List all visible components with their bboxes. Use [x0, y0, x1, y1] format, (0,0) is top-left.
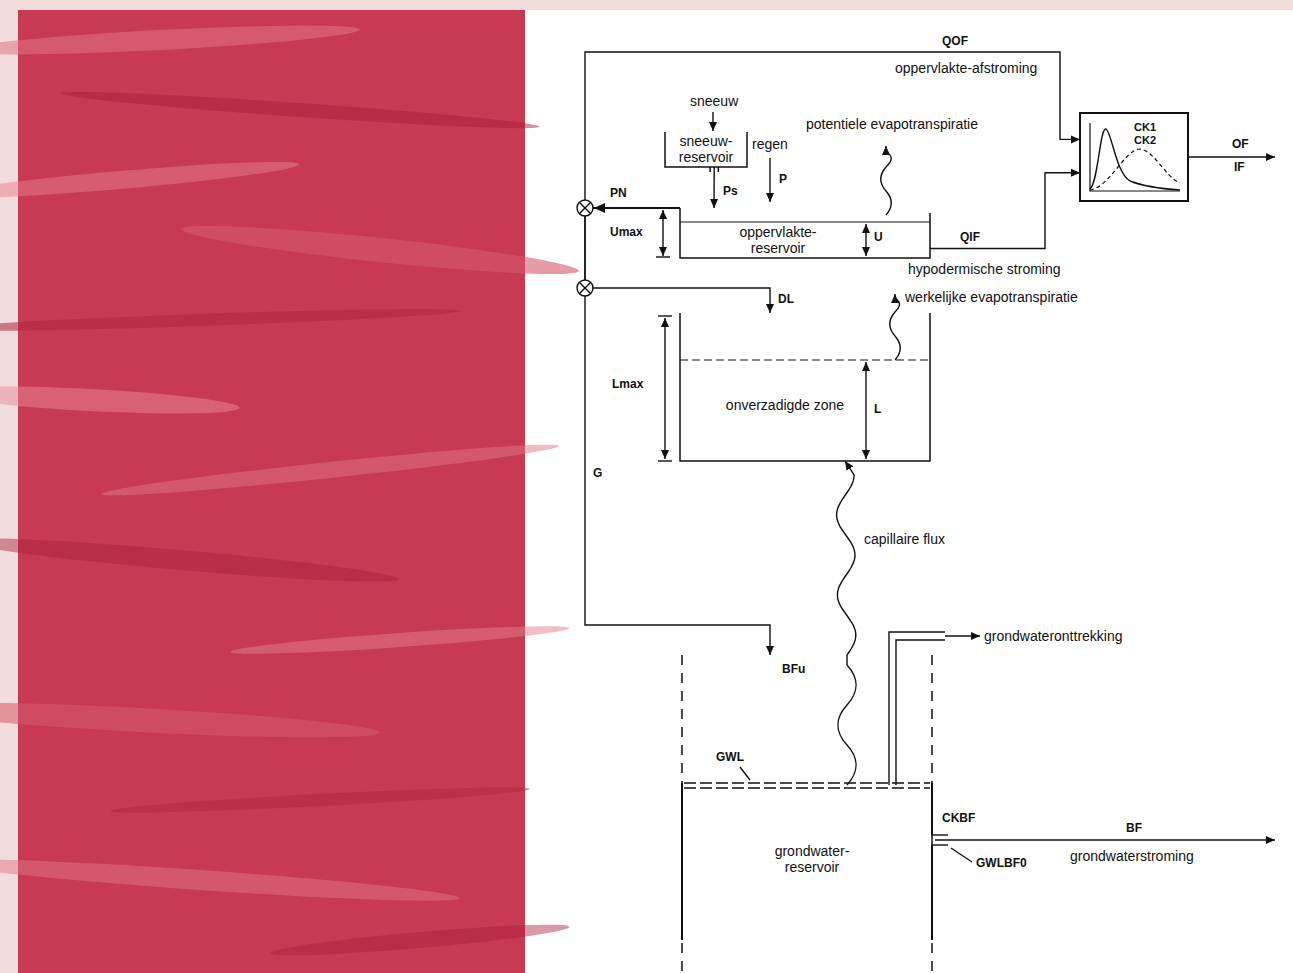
- dimension-label: Umax: [610, 225, 643, 239]
- groundwater-level: [684, 782, 930, 783]
- dashed-wall: [931, 655, 933, 973]
- node-text-block: oppervlakte-reservoir: [718, 224, 838, 256]
- flow-connector: [930, 173, 1080, 249]
- rain-arrow: [769, 158, 770, 202]
- surface-reservoir: oppervlakte-reservoir: [680, 208, 930, 258]
- leader-line: [951, 848, 972, 862]
- baseflow-arrow: [935, 839, 1275, 840]
- node-label: CK2: [1134, 134, 1182, 147]
- flow-connector: [585, 208, 770, 655]
- junction-symbol: [577, 200, 593, 216]
- flux-label: grondwaterstroming: [1070, 848, 1194, 864]
- connector-label: G: [591, 466, 604, 480]
- flux-label: oppervlakte-afstroming: [895, 60, 1037, 76]
- node-text-block: onverzadigde zone: [705, 397, 865, 413]
- unsaturated-zone: onverzadigde zone: [680, 313, 930, 461]
- response-curve: [1090, 149, 1180, 190]
- groundwater-reservoir: grondwater-reservoir: [682, 655, 932, 973]
- solid-wall: [931, 783, 933, 835]
- input-label: sneeuw: [690, 93, 738, 109]
- outlet-line: [709, 167, 711, 172]
- node-label: grondwater-reservoir: [762, 843, 862, 875]
- snow-arrow: [712, 112, 713, 131]
- solid-wall: [681, 783, 683, 940]
- flux-label: werkelijke evapotranspiratie: [905, 289, 1078, 305]
- dimension-tick: [656, 256, 670, 257]
- flow-connector: [713, 167, 715, 208]
- node-label: onverzadigde zone: [705, 397, 865, 413]
- symbol-label: BF: [1126, 821, 1142, 835]
- parameter-label: GWLBF0: [976, 856, 1027, 870]
- flux-label: potentiele evapotranspiratie: [806, 116, 978, 132]
- evaporation-wave: [881, 146, 892, 215]
- connector-label: capillaire flux: [862, 531, 947, 547]
- node-text-block: grondwater-reservoir: [762, 843, 862, 875]
- outline-line: [680, 313, 930, 461]
- node-outline: [682, 655, 932, 973]
- water-level: [680, 221, 930, 222]
- junction-cross: [580, 203, 591, 214]
- outline-line: [665, 132, 747, 167]
- node-outline: [680, 313, 930, 461]
- outlet-line: [718, 167, 720, 172]
- arrow-head: [594, 203, 605, 213]
- chart-axes: [1090, 123, 1180, 191]
- flow-connector: [585, 52, 1080, 208]
- routing-box: CK1CK2: [1080, 113, 1188, 201]
- flux-label: grondwateronttrekking: [984, 628, 1123, 644]
- dimension-label: Lmax: [612, 377, 643, 391]
- output-label: IF: [1234, 160, 1245, 174]
- capillary-wave: [838, 655, 856, 785]
- outline-line: [680, 208, 930, 258]
- input-label: regen: [752, 136, 788, 152]
- lmax-dimension: [664, 318, 665, 459]
- junction-cross: [580, 283, 591, 294]
- umax-dimension: [662, 210, 663, 256]
- node-text-block: CK1CK2: [1134, 121, 1182, 147]
- flow-connector: [837, 461, 856, 655]
- connector-label: Ps: [721, 184, 740, 198]
- node-label: oppervlakte-reservoir: [718, 224, 838, 256]
- symbol-label: GWL: [716, 750, 744, 764]
- dimension-tick: [658, 315, 672, 316]
- symbol-label: P: [779, 172, 787, 186]
- solid-wall: [931, 845, 933, 940]
- node-label: sneeuw-reservoir: [667, 133, 745, 165]
- node-text-block: sneeuw-reservoir: [667, 133, 745, 165]
- groundwater-level: [684, 787, 930, 788]
- outlet-wall: [932, 844, 948, 845]
- red-marble-panel: [0, 10, 580, 973]
- water-level: [680, 359, 930, 360]
- junction-cross: [580, 283, 591, 294]
- dimension-label: L: [874, 402, 881, 416]
- connector-label: DL: [776, 292, 796, 306]
- l-dimension: [865, 362, 866, 459]
- outflow-arrow: [1188, 156, 1275, 157]
- junction-cross: [580, 203, 591, 214]
- u-dimension: [865, 224, 866, 256]
- box-border: [1080, 113, 1188, 201]
- node-label: CK1: [1134, 121, 1182, 134]
- parameter-label: CKBF: [942, 811, 975, 825]
- dashed-wall: [681, 655, 683, 973]
- output-label: OF: [1232, 137, 1249, 151]
- symbol-label: BFu: [782, 662, 805, 676]
- abstraction-arrow: [945, 635, 980, 636]
- connector-label: QIF: [958, 230, 982, 244]
- junction-symbol: [577, 280, 593, 296]
- dimension-tick: [658, 460, 672, 461]
- flow-connector: [585, 208, 770, 313]
- pump-pipe: [889, 632, 945, 785]
- pump-pipe: [896, 640, 945, 785]
- outlet-wall: [932, 834, 948, 835]
- snow-reservoir: sneeuw-reservoir: [665, 132, 747, 167]
- dimension-label: U: [874, 230, 883, 244]
- leader-line: [740, 767, 750, 780]
- symbol-label: PN: [610, 186, 627, 200]
- flux-label: hypodermische stroming: [908, 261, 1061, 277]
- connector-label: QOF: [940, 34, 970, 48]
- evapotranspiration-wave: [890, 294, 901, 360]
